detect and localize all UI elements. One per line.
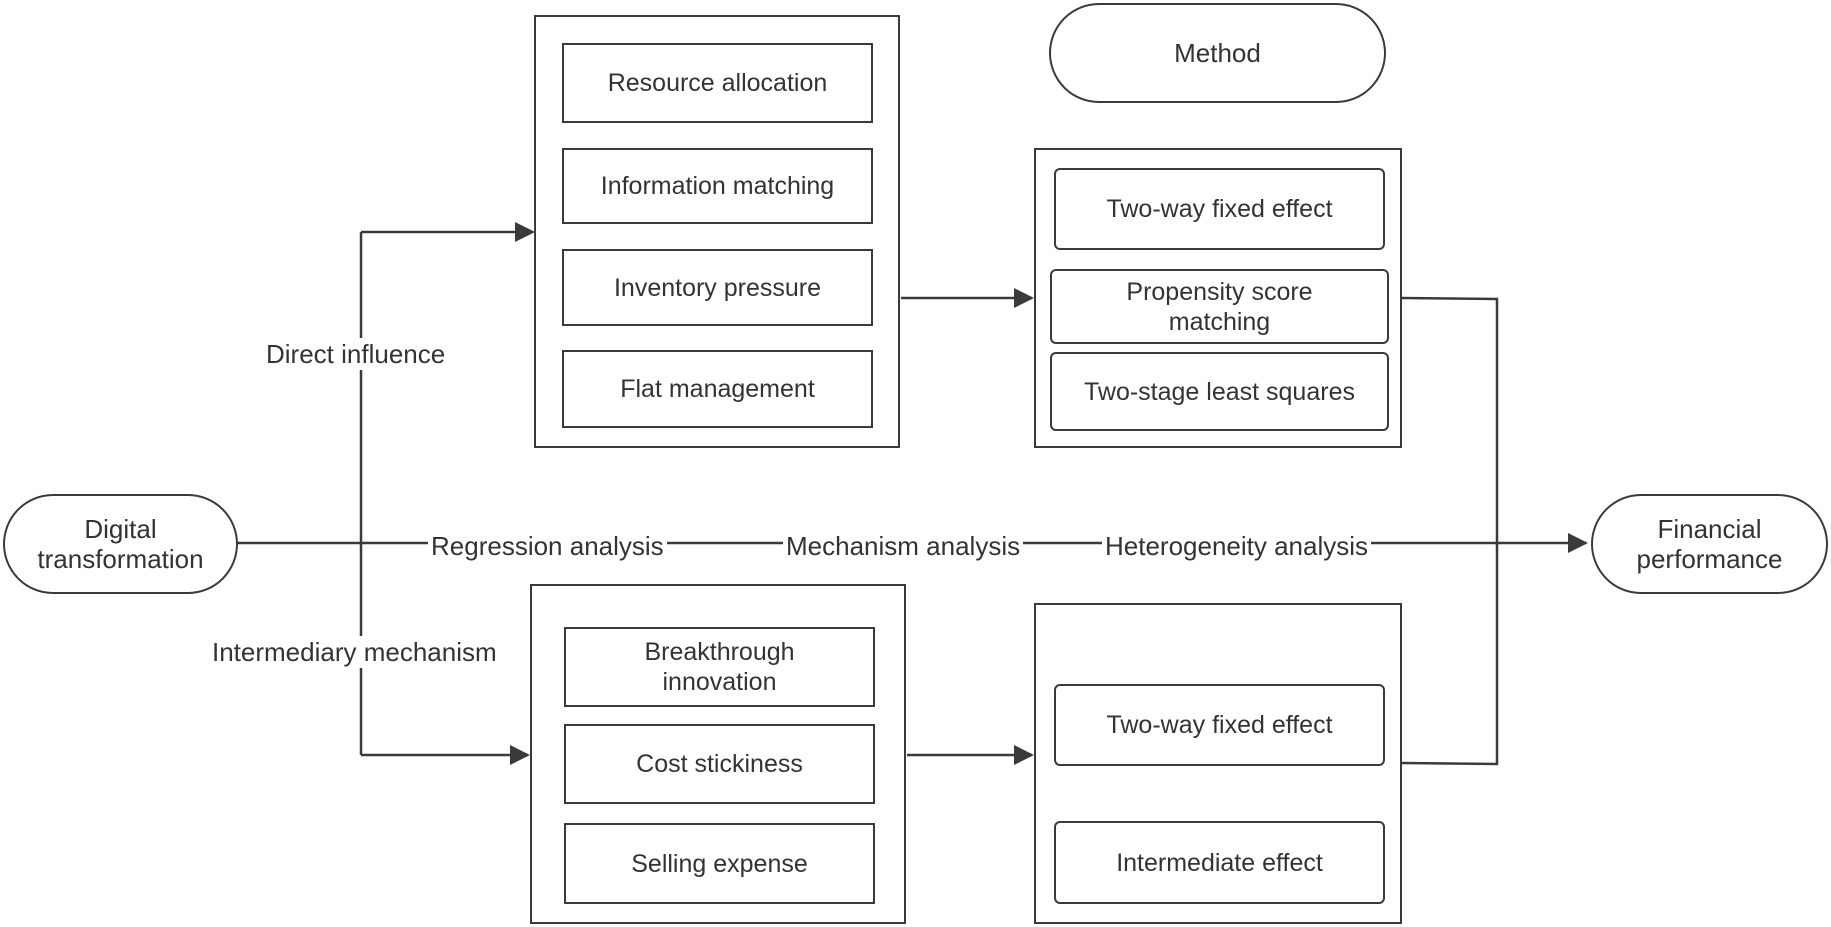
digital-transformation-label: Digital transformation	[37, 514, 204, 574]
mechanism-item-label: Breakthrough innovation	[644, 638, 795, 696]
method-node: Method	[1049, 3, 1386, 103]
top-method-merge-line	[1401, 296, 1499, 543]
mechanism-box-cost-stickiness: Cost stickiness	[564, 724, 875, 804]
factor-label: Information matching	[600, 172, 835, 200]
method-box-two-stage-least-squares: Two-stage least squares	[1050, 352, 1389, 431]
method-item-label: Two-way fixed effect	[1106, 711, 1333, 739]
method-box-two-way-fixed-effect: Two-way fixed effect	[1054, 168, 1385, 250]
heterogeneity-analysis-label: Heterogeneity analysis	[1102, 530, 1372, 562]
bottom-method-merge-line	[1401, 543, 1499, 766]
factor-box-flat-management: Flat management	[562, 350, 873, 428]
factor-label: Flat management	[620, 375, 815, 403]
method-item-label: Two-way fixed effect	[1106, 195, 1333, 223]
factor-label: Inventory pressure	[613, 273, 822, 302]
mechanism-item-label: Selling expense	[631, 849, 808, 878]
method-label: Method	[1174, 38, 1261, 68]
intermediary-mechanism-factors-group: Breakthrough innovation Cost stickiness …	[530, 584, 906, 924]
factor-box-resource-allocation: Resource allocation	[562, 43, 873, 123]
method-item-label: Propensity score matching	[1126, 277, 1313, 336]
direct-influence-factors-group: Resource allocation Information matching…	[534, 15, 900, 448]
method-item-label: Intermediate effect	[1116, 848, 1323, 877]
mechanism-item-label: Cost stickiness	[636, 750, 803, 778]
mechanism-methods-group: Two-way fixed effect Intermediate effect	[1034, 603, 1402, 924]
regression-analysis-label: Regression analysis	[428, 530, 667, 562]
method-box-two-way-fixed-effect-mechanism: Two-way fixed effect	[1054, 684, 1385, 766]
mechanism-analysis-label: Mechanism analysis	[783, 530, 1024, 562]
direct-influence-label: Direct influence	[263, 338, 449, 370]
mechanism-box-selling-expense: Selling expense	[564, 823, 875, 904]
mechanism-box-breakthrough-innovation: Breakthrough innovation	[564, 627, 875, 707]
method-item-label: Two-stage least squares	[1084, 377, 1355, 406]
direct-methods-group: Two-way fixed effect Propensity score ma…	[1034, 148, 1402, 448]
factor-box-inventory-pressure: Inventory pressure	[562, 249, 873, 326]
method-box-propensity-score-matching: Propensity score matching	[1050, 269, 1389, 344]
intermediary-mechanism-label: Intermediary mechanism	[209, 636, 500, 668]
financial-performance-node: Financial performance	[1591, 494, 1828, 594]
financial-performance-label: Financial performance	[1636, 514, 1783, 574]
method-box-intermediate-effect: Intermediate effect	[1054, 821, 1385, 904]
digital-transformation-node: Digital transformation	[3, 494, 238, 594]
factor-box-information-matching: Information matching	[562, 148, 873, 224]
factor-label: Resource allocation	[607, 69, 828, 97]
